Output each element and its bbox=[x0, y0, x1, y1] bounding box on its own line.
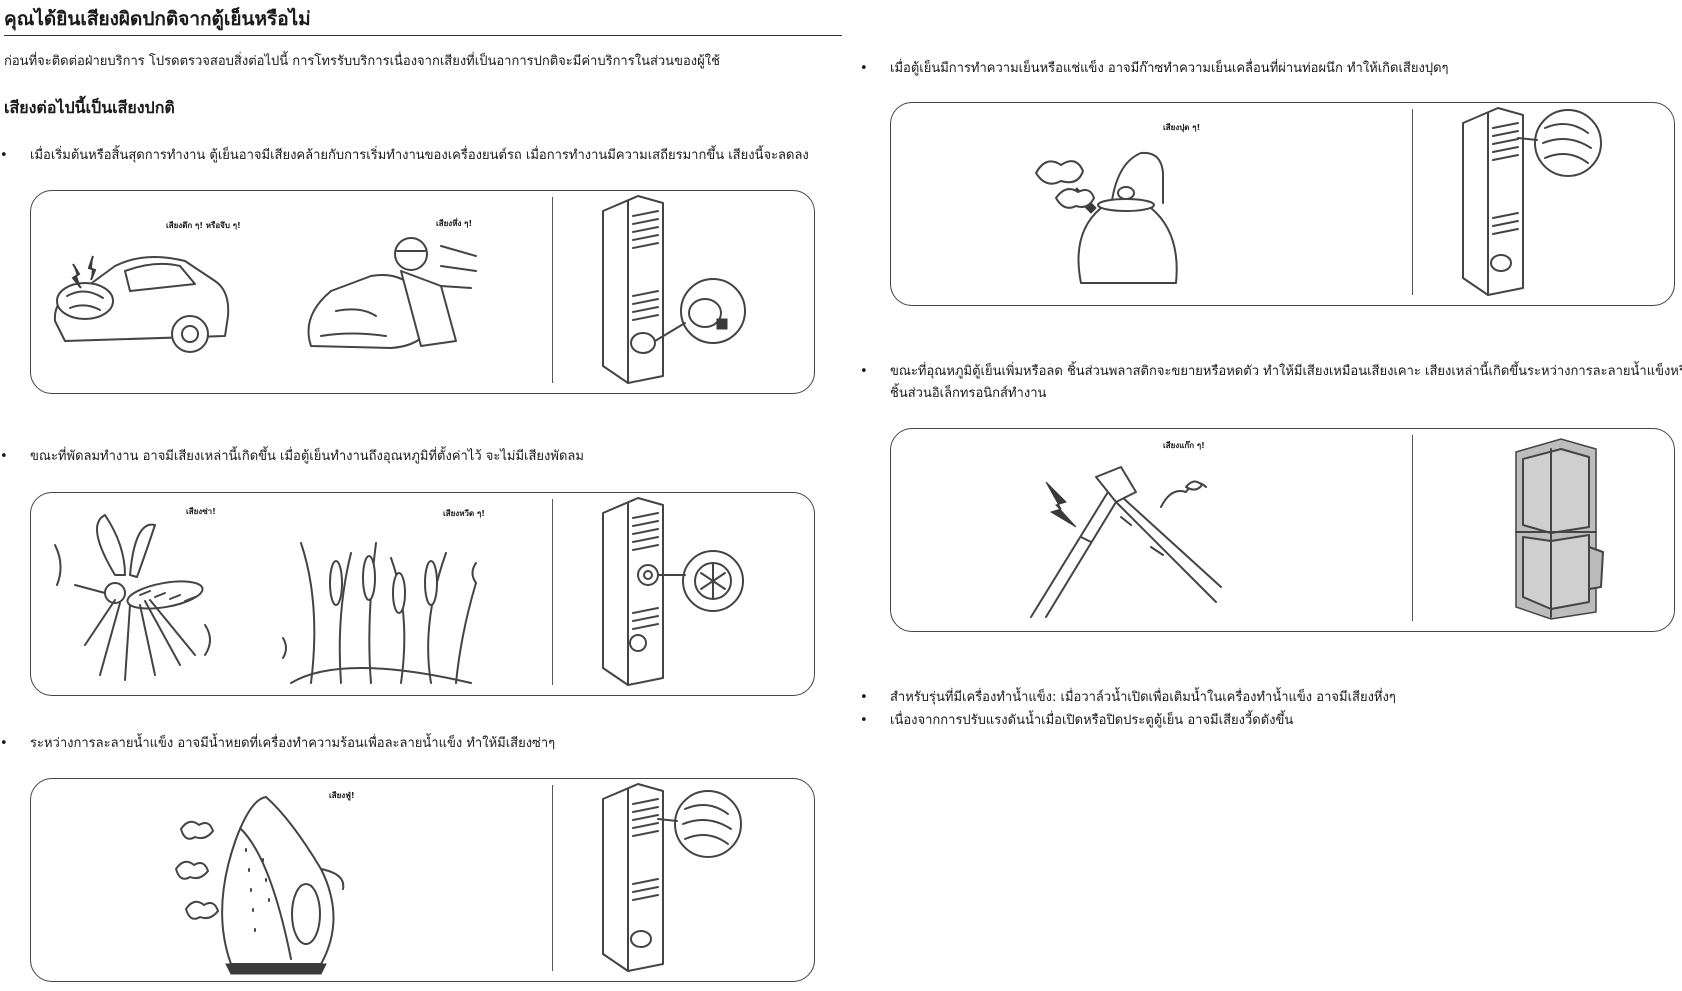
panel-divider bbox=[552, 785, 553, 971]
sound-label: เสียงหึ่ง ๆ! bbox=[436, 219, 473, 228]
page-title: คุณได้ยินเสียงผิดปกติจากตู้เย็นหรือไม่ bbox=[4, 8, 311, 30]
bullet-item: • เนื่องจากการปรับแรงดันน้ำเมื่อเปิดหรือ… bbox=[860, 710, 1294, 732]
bullet-item: • ขณะที่อุณหภูมิตู้เย็นเพิ่มหรือลด ชิ้นส… bbox=[860, 361, 1682, 405]
bullet-icon: • bbox=[0, 449, 8, 464]
bullet-text-line2: ชิ้นส่วนอิเล็กทรอนิกส์ทำงาน bbox=[890, 386, 1047, 401]
bullet-item: • สำหรับรุ่นที่มีเครื่องทำน้ำแข็ง: เมื่อ… bbox=[860, 687, 1396, 709]
bullet-icon: • bbox=[860, 690, 868, 705]
bullet-text-line1: ขณะที่อุณหภูมิตู้เย็นเพิ่มหรือลด ชิ้นส่ว… bbox=[890, 364, 1682, 379]
fridge-heater-icon bbox=[602, 783, 742, 972]
panel-divider bbox=[552, 499, 553, 685]
reeds-icon bbox=[282, 542, 477, 684]
panel-divider bbox=[1412, 109, 1413, 295]
bullet-item: • เมื่อตู้เย็นมีการทำความเย็นหรือแช่แข็ง… bbox=[860, 58, 1449, 80]
bullet-icon: • bbox=[0, 148, 8, 163]
bullet-item: • ระหว่างการละลายน้ำแข็ง อาจมีน้ำหยดที่เ… bbox=[0, 733, 556, 755]
illustration-panel: เสียงซ่า! เสียงหวีด ๆ! bbox=[30, 492, 815, 696]
steam-iron-icon bbox=[175, 796, 345, 975]
sound-label: เสียงดึก ๆ! หรือจึบ ๆ! bbox=[166, 221, 241, 230]
sound-label: เสียงซ่า! bbox=[186, 507, 216, 516]
bullet-text: เมื่อตู้เย็นมีการทำความเย็นหรือแช่แข็ง อ… bbox=[890, 61, 1449, 76]
panel-divider bbox=[1412, 435, 1413, 621]
bullet-icon: • bbox=[860, 364, 868, 379]
illustration-panel: เสียงดึก ๆ! หรือจึบ ๆ! เสียงหึ่ง ๆ! bbox=[30, 190, 815, 394]
mosquito-icon bbox=[54, 514, 211, 681]
kettle-icon bbox=[1035, 151, 1178, 284]
illustration-panel: เสียงฟู่! bbox=[30, 778, 815, 982]
sound-label: เสียงแก๊ก ๆ! bbox=[1163, 441, 1205, 450]
bullet-text: เนื่องจากการปรับแรงดันน้ำเมื่อเปิดหรือปิ… bbox=[890, 713, 1294, 728]
illustration-panel: เสียงปุด ๆ! bbox=[890, 102, 1675, 306]
section-heading: เสียงต่อไปนี้เป็นเสียงปกติ bbox=[4, 98, 175, 117]
title-divider bbox=[4, 35, 842, 36]
bullet-icon: • bbox=[860, 713, 868, 728]
sound-label: เสียงฟู่! bbox=[329, 791, 355, 800]
sound-label: เสียงปุด ๆ! bbox=[1163, 123, 1201, 132]
fridge-interior-icon bbox=[1515, 438, 1604, 620]
panel-divider bbox=[552, 197, 553, 383]
bullet-item: • เมื่อเริ่มต้นหรือสิ้นสุดการทำงาน ตู้เย… bbox=[0, 145, 809, 167]
bullet-text: สำหรับรุ่นที่มีเครื่องทำน้ำแข็ง: เมื่อวา… bbox=[890, 690, 1396, 705]
fridge-fan-icon bbox=[602, 497, 744, 686]
illustration-panel: เสียงแก๊ก ๆ! bbox=[890, 428, 1675, 632]
bullet-item: • ขณะที่พัดลมทำงาน อาจมีเสียงเหล่านี้เกิ… bbox=[0, 446, 584, 468]
fridge-compressor-icon bbox=[602, 195, 746, 384]
bullet-text: ระหว่างการละลายน้ำแข็ง อาจมีน้ำหยดที่เคร… bbox=[30, 736, 556, 751]
fridge-coil-icon bbox=[1462, 107, 1602, 296]
cracking-branch-icon bbox=[1030, 466, 1222, 618]
sound-label: เสียงหวีด ๆ! bbox=[443, 509, 485, 518]
motorcycle-icon bbox=[307, 237, 477, 349]
bullet-text: เมื่อเริ่มต้นหรือสิ้นสุดการทำงาน ตู้เย็น… bbox=[30, 148, 809, 163]
bullet-icon: • bbox=[860, 61, 868, 76]
bullet-icon: • bbox=[0, 736, 8, 751]
bullet-text: ขณะที่พัดลมทำงาน อาจมีเสียงเหล่านี้เกิดข… bbox=[30, 449, 584, 464]
intro-text: ก่อนที่จะติดต่อฝ่ายบริการ โปรดตรวจสอบสิ่… bbox=[4, 54, 720, 69]
car-engine-icon bbox=[53, 255, 230, 353]
